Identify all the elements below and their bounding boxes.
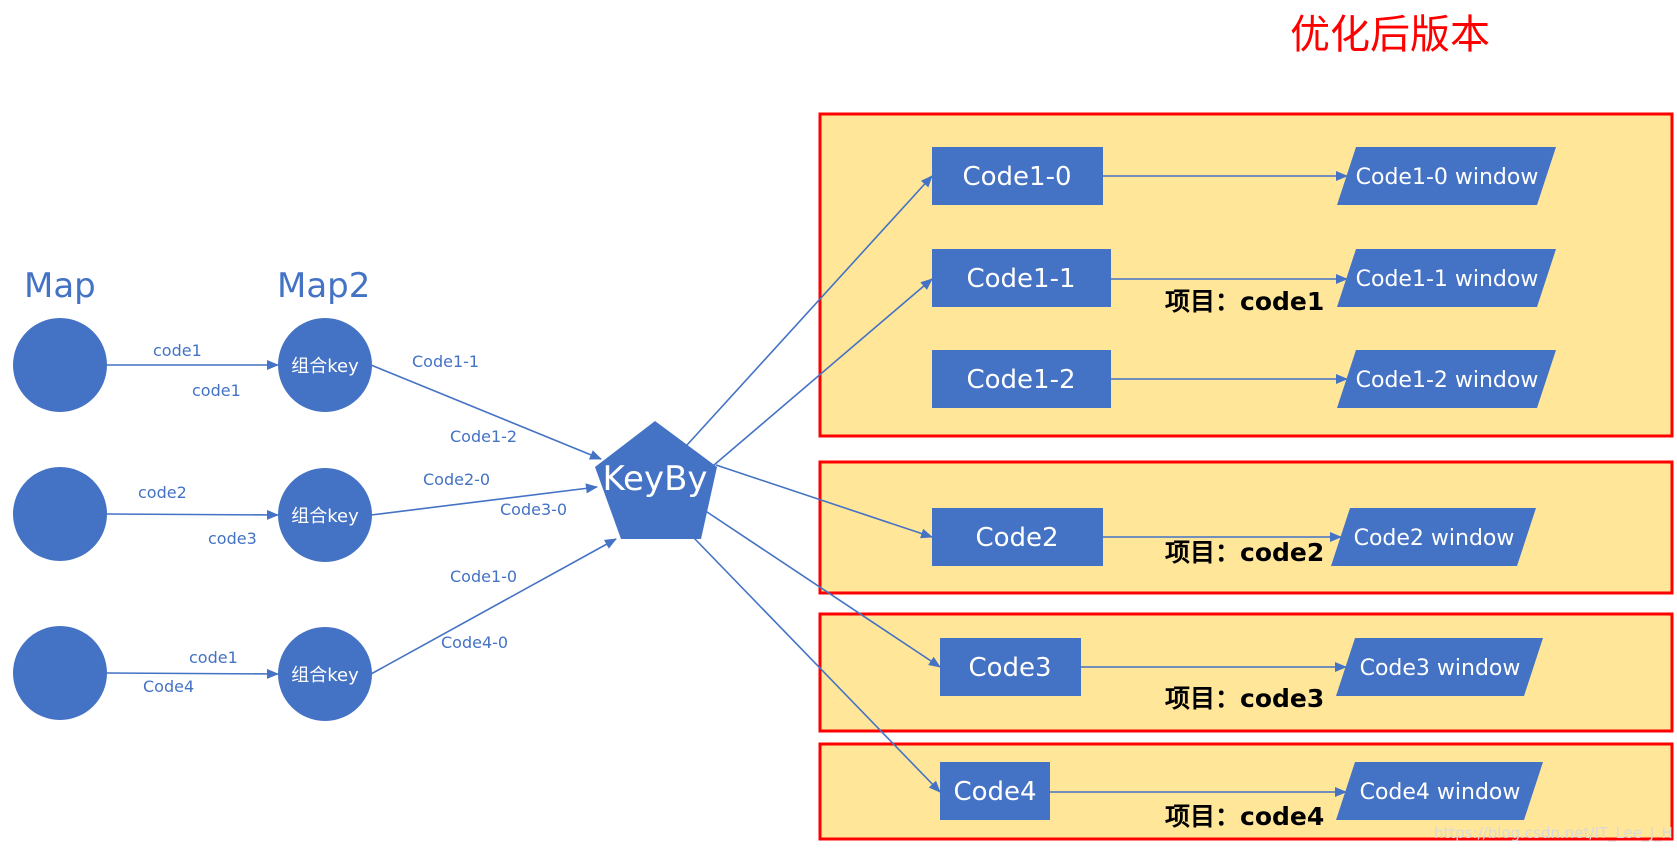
map-node [13,318,107,412]
edge-label: Code3-0 [500,500,567,519]
window-node-label: Code3 window [1360,656,1521,681]
code-node-label: Code1-0 [962,162,1071,192]
window-node-label: Code1-1 window [1356,267,1539,292]
edge-keyby-code1-1 [713,278,933,466]
group-label-code2: 项目：code2 [1165,538,1324,567]
window-node-code1-2 [1337,350,1556,408]
edge-keyby-code1-0 [686,175,933,446]
edge-label: Code4 [143,677,194,696]
code-node-code1-2 [932,350,1111,408]
edge-label: code1 [189,648,238,667]
map-node [13,626,107,720]
watermark: https://blog.csdn.net/IT_Lee_J_H [1434,824,1673,843]
map2-node [278,468,372,562]
window-node-code2 [1331,508,1536,566]
group-label-code4: 项目：code4 [1165,802,1324,831]
edge-map2b-keyby [370,483,598,516]
map2-heading: Map2 [277,266,370,306]
window-node-label: Code1-2 window [1356,368,1539,393]
code-node-code2 [932,508,1103,566]
edge-label: Code4-0 [441,633,508,652]
edge-map3-map2 [106,668,279,679]
code-node-code4 [940,762,1050,820]
window-node-code1-0 [1337,147,1556,205]
window-node-label: Code1-0 window [1356,165,1539,190]
edge-label: Code1-2 [450,427,517,446]
map-node [13,467,107,561]
diagram-title: 优化后版本 [1290,12,1490,58]
edge-label: code3 [208,529,257,548]
code-node-code3 [940,638,1081,696]
edge-label: code2 [138,483,187,502]
code-node-code1-1 [932,249,1111,307]
code-node-label: Code3 [968,653,1051,683]
code-node-label: Code1-1 [966,264,1075,294]
code-node-label: Code2 [975,523,1058,553]
edge-label: Code1-1 [412,352,479,371]
keyby-node [595,421,717,539]
code-node-label: Code1-2 [966,365,1075,395]
window-node-code3 [1336,638,1543,696]
edge-label: code1 [192,381,241,400]
window-node-label: Code2 window [1354,526,1515,551]
code-node-label: Code4 [953,777,1036,807]
code-node-code1-0 [932,147,1103,205]
map2-node-label: 组合key [291,665,359,686]
map-heading: Map [24,266,96,306]
window-node-label: Code4 window [1360,780,1521,805]
window-node-code1-1 [1337,249,1556,307]
edge-label: code1 [153,341,202,360]
edge-label: Code1-0 [450,567,517,586]
edge-map2-map2 [106,509,279,520]
edge-map2a-keyby [370,364,602,460]
edge-map2c-keyby [370,538,617,675]
group-label-code3: 项目：code3 [1165,684,1324,713]
map2-node-label: 组合key [291,356,359,377]
edge-label: Code2-0 [423,470,490,489]
group-label-code1: 项目：code1 [1165,287,1324,316]
keyby-label: KeyBy [602,459,707,499]
map2-node [278,627,372,721]
edge-keyby-code3 [703,509,941,668]
map2-node-label: 组合key [291,506,359,527]
edge-keyby-code4 [693,537,941,793]
map2-node [278,318,372,412]
window-node-code4 [1336,762,1543,820]
edge-keyby-code2 [715,464,933,539]
